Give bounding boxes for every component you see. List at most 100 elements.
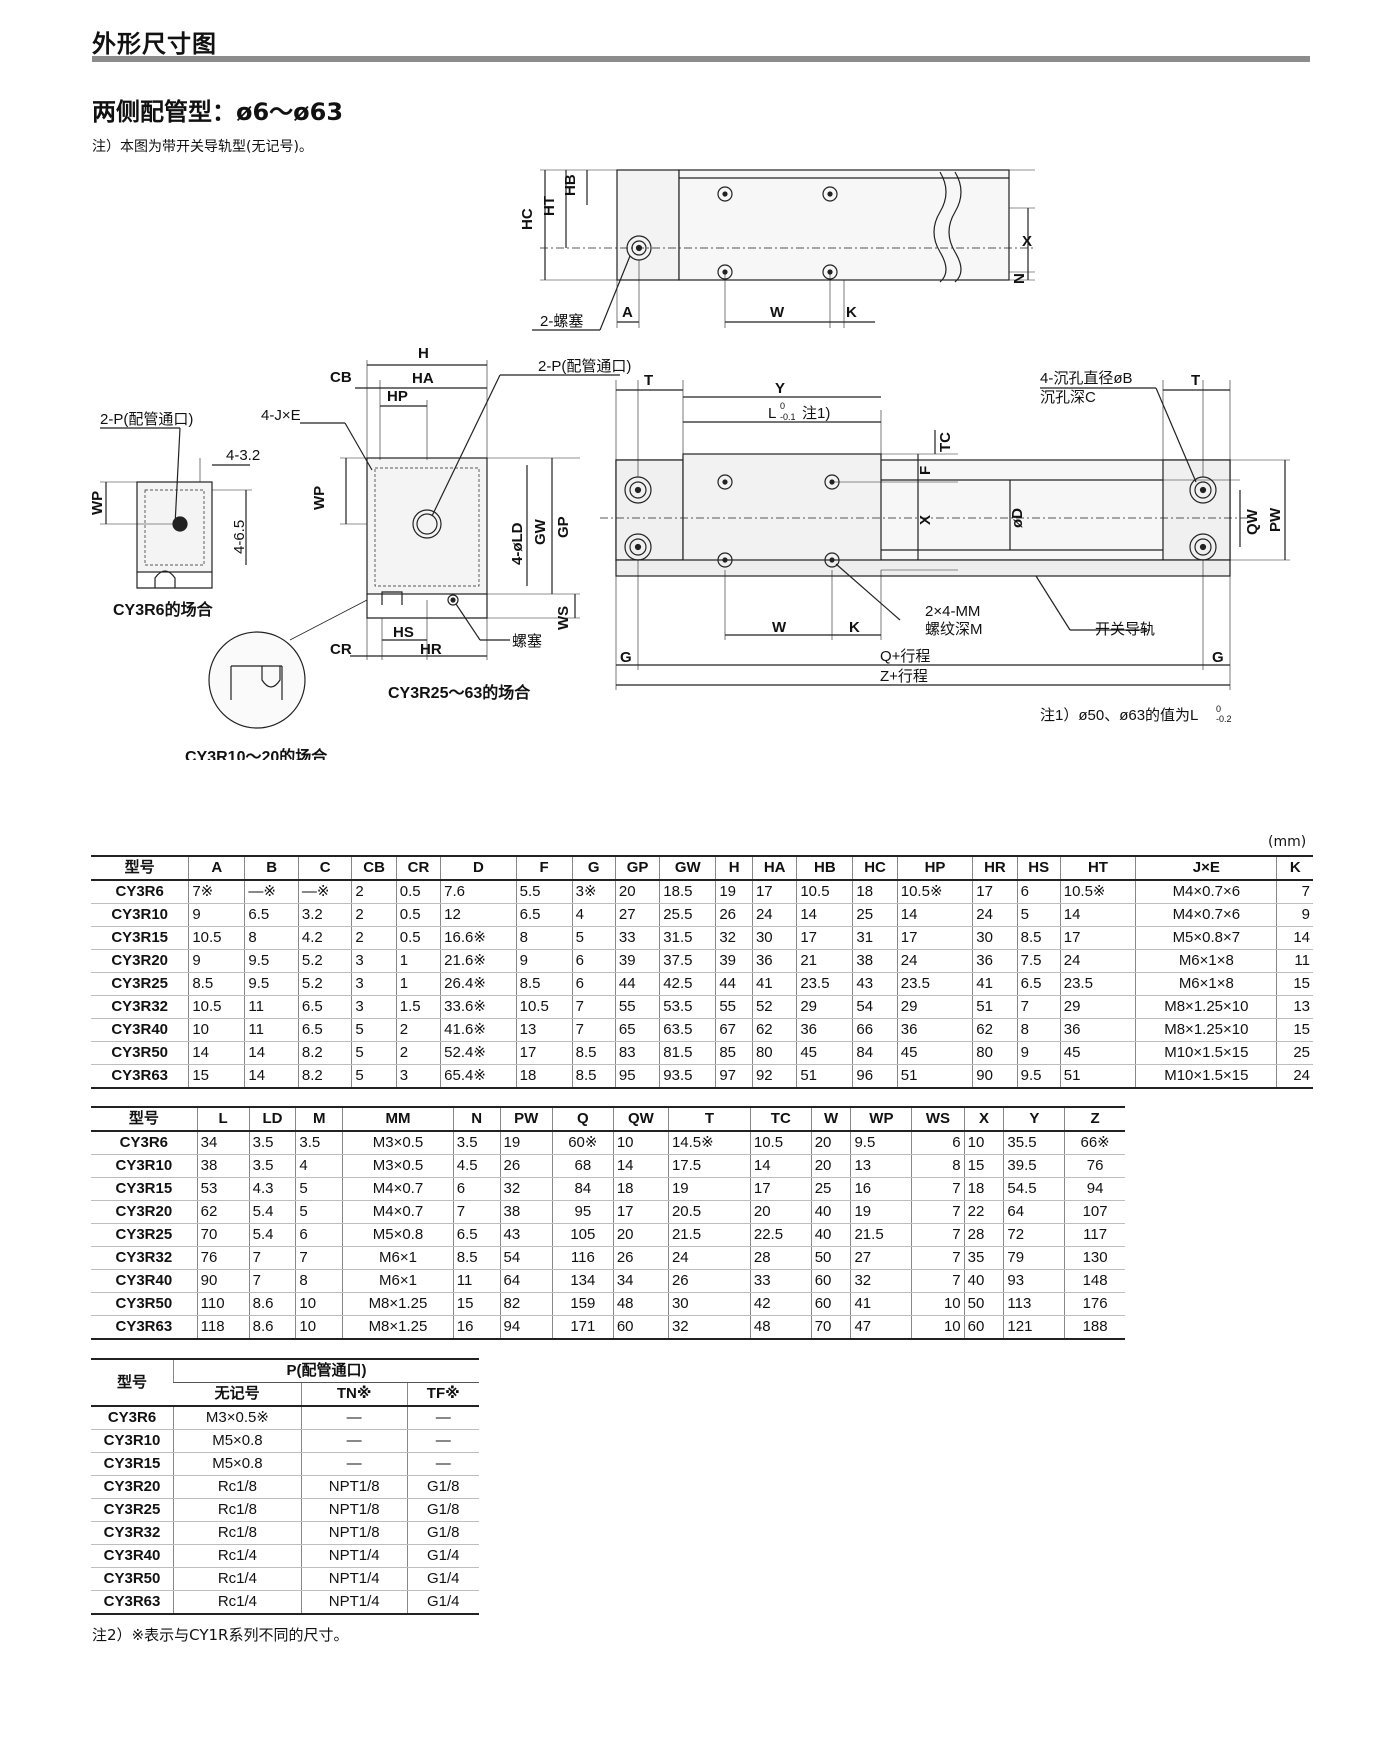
table-cell: 53.5 [659, 995, 716, 1019]
table-cell: 7 [571, 995, 616, 1019]
table-cell: 33.6※ [440, 995, 517, 1019]
table2-col-13: WS [911, 1106, 965, 1132]
table-cell: 81.5 [659, 1041, 716, 1065]
table-cell: 83 [614, 1041, 660, 1065]
table-cell: 30 [667, 1292, 751, 1316]
table-cell: 26 [715, 903, 753, 927]
table-cell: 67 [715, 1018, 753, 1042]
table-cell: 10 [188, 1018, 245, 1042]
table-cell: 5 [351, 1018, 397, 1042]
dim-465: 4-6.5 [231, 520, 248, 554]
table-cell: 72 [1003, 1223, 1065, 1247]
table-cell: NPT1/4 [300, 1590, 407, 1615]
table-cell: 17 [751, 879, 797, 904]
table-cell: Rc1/8 [173, 1498, 302, 1522]
table-cell: 52 [751, 995, 797, 1019]
table-cell: NPT1/8 [300, 1475, 407, 1499]
table2-col-8: QW [612, 1106, 669, 1132]
table-cell: CY3R20 [91, 949, 189, 973]
table-cell: NPT1/4 [300, 1567, 407, 1591]
table-cell: 38 [196, 1154, 250, 1178]
top-view [532, 169, 1035, 331]
table-cell: M6×1 [342, 1269, 454, 1293]
table-cell: M4×0.7×6 [1135, 903, 1277, 927]
table-cell: 44 [614, 972, 660, 996]
table-cell: 6.5 [1016, 972, 1061, 996]
table-cell: 6.5 [515, 903, 573, 927]
table-cell: CY3R25 [91, 972, 189, 996]
table-cell: 14 [749, 1154, 812, 1178]
table-cell: 15 [963, 1154, 1004, 1178]
table-cell: CY3R40 [91, 1544, 174, 1568]
table-cell: Rc1/4 [173, 1590, 302, 1615]
table-cell: 44 [715, 972, 753, 996]
table-cell: 21 [796, 949, 853, 973]
table2-col-15: Y [1003, 1106, 1065, 1132]
table1-col-6: D [440, 855, 517, 881]
table-cell: 3.5 [248, 1154, 296, 1178]
table-cell: CY3R20 [91, 1475, 174, 1499]
lbl-g-right: G [1212, 649, 1224, 666]
table-cell: CY3R20 [91, 1200, 198, 1224]
table1-col-17: HS [1016, 855, 1061, 881]
lbl-hr: HR [420, 641, 442, 658]
table-cell: M8×1.25×10 [1135, 995, 1277, 1019]
table-cell: 8 [1016, 1018, 1061, 1042]
table-cell: 7 [295, 1246, 343, 1270]
caption-cy3r25: CY3R25～63的场合 [388, 683, 531, 702]
callout-bore: 4-沉孔直径øB [1040, 370, 1133, 387]
table-cell: 40 [963, 1269, 1004, 1293]
table1-col-12: HA [751, 855, 797, 881]
table-cell: 7.6 [440, 879, 517, 904]
dim-l-note: 注1) [802, 405, 830, 422]
table-cell: M8×1.25×10 [1135, 1018, 1277, 1042]
table-cell: 7 [911, 1223, 965, 1247]
left-view [100, 427, 252, 589]
table-cell: CY3R50 [91, 1567, 174, 1591]
table2-col-6: PW [499, 1106, 553, 1132]
callout-port-mid: 2-P(配管通口) [538, 358, 631, 375]
table-cell: 20 [749, 1200, 812, 1224]
table-cell: 43 [499, 1223, 553, 1247]
table1-col-2: B [244, 855, 299, 881]
table-cell: 8.5 [571, 1041, 616, 1065]
caption-cy3r10: CY3R10～20的场合 [185, 747, 328, 760]
table-cell: 16 [452, 1315, 501, 1340]
table-cell: 8 [295, 1269, 343, 1293]
table-cell: 3.2 [297, 903, 352, 927]
table-cell: 17 [515, 1041, 573, 1065]
table-cell: 3.5 [295, 1130, 343, 1155]
table-cell: CY3R10 [91, 903, 189, 927]
table-cell: NPT1/8 [300, 1521, 407, 1545]
table-cell: NPT1/4 [300, 1544, 407, 1568]
table-cell: 11 [452, 1269, 501, 1293]
table-cell: M5×0.8 [173, 1429, 302, 1453]
table-cell: 27 [614, 903, 660, 927]
table-cell: 9.5 [244, 949, 299, 973]
table-cell: 45 [896, 1041, 973, 1065]
table-cell: CY3R63 [91, 1315, 198, 1340]
footnote-1: 注1）ø50、ø63的值为L [1040, 707, 1198, 724]
table-cell: CY3R63 [91, 1064, 189, 1089]
callout-bore-depth: 沉孔深C [1040, 389, 1096, 406]
table-cell: G1/8 [406, 1498, 479, 1522]
table-cell: G1/8 [406, 1475, 479, 1499]
table-cell: 31 [852, 926, 898, 950]
table-cell: 8.6 [248, 1315, 296, 1340]
table-cell: 68 [551, 1154, 614, 1178]
table-cell: 38 [499, 1200, 553, 1224]
table-cell: 18 [963, 1177, 1004, 1201]
table-cell: CY3R6 [91, 879, 189, 904]
table-cell: M10×1.5×15 [1135, 1064, 1277, 1089]
table-cell: 3.5 [452, 1130, 501, 1155]
